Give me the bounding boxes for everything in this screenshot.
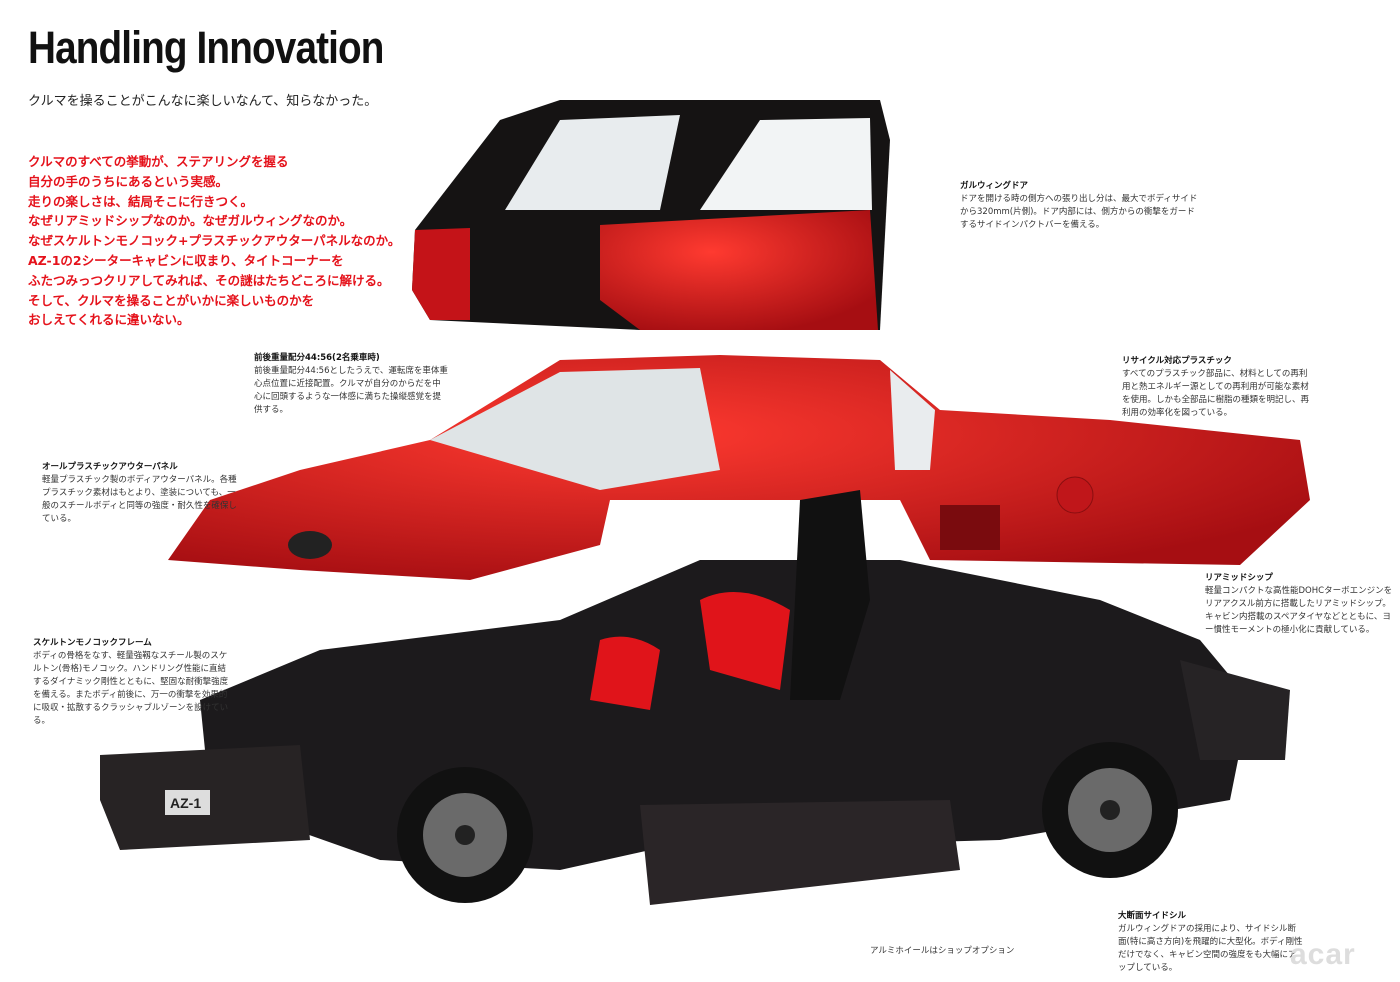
note-heading: ガルウィングドア — [960, 181, 1029, 191]
note-weight-distribution: 前後重量配分44:56(2名乗車時) 前後重量配分44:56としたうえで、運転席… — [254, 352, 449, 417]
az1-plate: AZ-1 — [170, 795, 201, 811]
page-title: Handling Innovation — [28, 22, 384, 73]
lead-line: AZ-1の2シーターキャビンに収まり、タイトコーナーを — [28, 252, 344, 268]
note-body: 軽量プラスチック製のボディアウターパネル。各種プラスチック素材はもとより、塗装に… — [42, 475, 237, 524]
note-heading: リアミッドシップ — [1205, 573, 1273, 583]
front-bumper: AZ-1 — [100, 745, 310, 850]
note-heading: 前後重量配分44:56(2名乗車時) — [254, 353, 380, 363]
lead-line: 走りの楽しさは、結局そこに行きつく。 — [28, 193, 254, 209]
lead-line: クルマのすべての挙動が、ステアリングを握る — [28, 154, 289, 169]
note-body: ガルウィングドアの採用により、サイドシル断面(特に高さ方向)を飛躍的に大型化。ボ… — [1118, 924, 1303, 973]
note-side-sill: 大断面サイドシル ガルウィングドアの採用により、サイドシル断面(特に高さ方向)を… — [1118, 910, 1303, 975]
note-alloy-wheel: アルミホイールはショップオプション — [870, 946, 1015, 956]
note-gullwing: ガルウィングドア ドアを開ける時の側方への張り出し分は、最大でボディサイドから3… — [960, 180, 1200, 232]
note-body: ドアを開ける時の側方への張り出し分は、最大でボディサイドから320mm(片側)。… — [960, 194, 1198, 230]
note-recycle-plastic: リサイクル対応プラスチック すべてのプラスチック部品に、材料としての再利用と熱エ… — [1122, 355, 1312, 420]
front-wheel — [397, 767, 533, 903]
note-heading: リサイクル対応プラスチック — [1122, 356, 1232, 366]
cabin-roof-section — [412, 100, 890, 330]
note-body: 前後重量配分44:56としたうえで、運転席を車体重心点位置に近接配置。クルマが自… — [254, 366, 448, 415]
note-body: 軽量コンパクトな高性能DOHCターボエンジンをリアアクスル前方に搭載したリアミッ… — [1205, 586, 1393, 635]
outer-plastic-body-panel — [168, 355, 1310, 580]
note-heading: 大断面サイドシル — [1118, 911, 1187, 921]
note-skeleton-frame: スケルトンモノコックフレーム ボディの骨格をなす、軽量強靱なスチール製のスケルト… — [33, 637, 233, 728]
note-body: ボディの骨格をなす、軽量強靱なスチール製のスケルトン(骨格)モノコック。ハンドリ… — [33, 651, 229, 726]
note-heading: スケルトンモノコックフレーム — [33, 638, 152, 648]
lead-copy: クルマのすべての挙動が、ステアリングを握る 自分の手のうちにあるという実感。 走… — [28, 152, 400, 330]
lead-line: なぜスケルトンモノコック+プラスチックアウターパネルなのか。 — [28, 233, 401, 249]
note-rear-midship: リアミッドシップ 軽量コンパクトな高性能DOHCターボエンジンをリアアクスル前方… — [1205, 572, 1395, 637]
note-body: すべてのプラスチック部品に、材料としての再利用と熱エネルギー源としての再利用が可… — [1122, 369, 1310, 418]
lead-line: 自分の手のうちにあるという実感。 — [28, 173, 229, 189]
lead-line: ふたつみっつクリアしてみれば、その謎はたちどころに解ける。 — [28, 272, 390, 288]
rear-wheel — [1042, 742, 1178, 878]
side-sill — [640, 800, 960, 905]
page-subtitle: クルマを操ることがこんなに楽しいなんて、知らなかった。 — [28, 94, 378, 109]
lead-line: おしえてくれるに違いない。 — [28, 312, 190, 328]
lead-line: そして、クルマを操ることがいかに楽しいものかを — [28, 292, 315, 308]
note-heading: オールプラスチックアウターパネル — [42, 462, 178, 472]
watermark-logo: acar — [1290, 938, 1356, 971]
note-plastic-panel: オールプラスチックアウターパネル 軽量プラスチック製のボディアウターパネル。各種… — [42, 461, 237, 526]
lead-line: なぜリアミッドシップなのか。なぜガルウィングなのか。 — [28, 213, 353, 229]
